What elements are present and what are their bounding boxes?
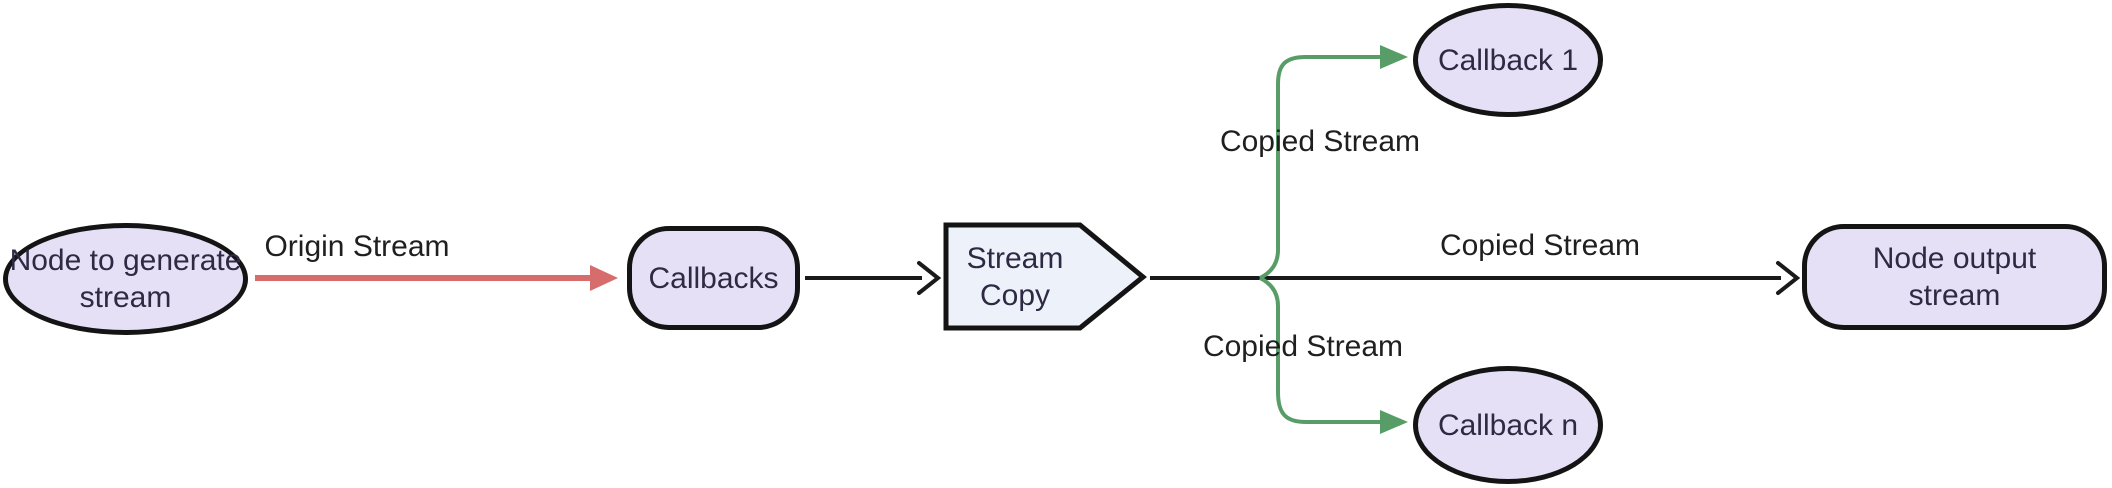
node-output-stream: Node output stream	[1802, 224, 2107, 330]
edge-label-origin-stream: Origin Stream	[264, 230, 450, 263]
edge-copied-stream-lower-line	[1259, 276, 1380, 424]
edge-label-copied-stream-middle: Copied Stream	[1439, 229, 1641, 262]
edge-copied-stream-upper-arrowhead-icon	[1380, 45, 1408, 69]
edge-callbacks-to-streamcopy-arrowhead-icon	[917, 261, 942, 295]
node-to-generate-stream-label: Node to generate stream	[9, 244, 242, 314]
edge-copied-stream-upper-line	[1259, 55, 1380, 280]
node-callbacks-label: Callbacks	[648, 261, 779, 295]
node-output-stream-label: Node output stream	[1872, 242, 2037, 312]
edge-copied-stream-middle-arrowhead-icon	[1776, 261, 1801, 295]
edge-label-copied-stream-lower: Copied Stream	[1202, 330, 1404, 363]
node-callback-1-label: Callback 1	[1437, 43, 1579, 77]
node-callback-1: Callback 1	[1413, 3, 1603, 117]
node-to-generate-stream: Node to generate stream	[3, 223, 248, 335]
node-callback-n-label: Callback n	[1437, 408, 1579, 442]
node-callbacks: Callbacks	[627, 226, 800, 330]
node-stream-copy-label: Stream Copy	[966, 242, 1064, 312]
edge-label-copied-stream-upper: Copied Stream	[1219, 125, 1421, 158]
edge-origin-stream-arrowhead-icon	[590, 265, 618, 291]
edge-copied-stream-lower-arrowhead-icon	[1380, 410, 1408, 434]
node-stream-copy-shape	[943, 222, 1147, 331]
node-callback-n: Callback n	[1413, 366, 1603, 484]
